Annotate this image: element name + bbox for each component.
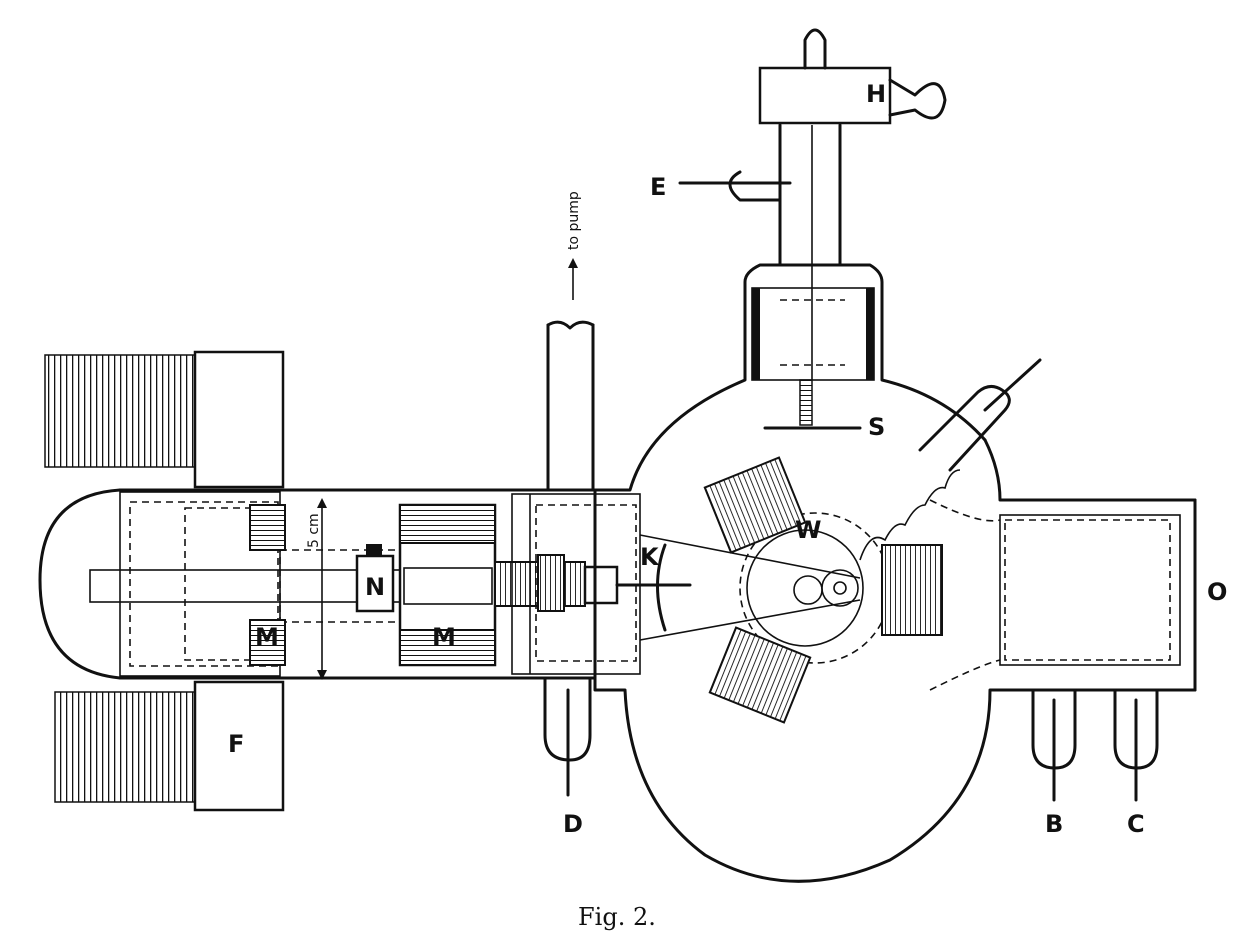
label-f: F [228, 730, 244, 758]
cathode-k [656, 543, 667, 632]
flange [511, 493, 692, 675]
electromagnet-bottom [54, 680, 285, 812]
label-w: W [795, 516, 821, 544]
scale-annotation: 5 cm [306, 513, 322, 548]
to-pump-annotation: to pump [566, 191, 582, 250]
label-e: E [650, 173, 666, 201]
armature-n [355, 554, 395, 613]
label-k: K [640, 543, 660, 571]
socket-c [1113, 688, 1159, 802]
pump-tube [546, 258, 595, 492]
socket-d [543, 676, 592, 797]
socket-b [1031, 688, 1077, 802]
label-n: N [365, 573, 385, 601]
rotor-w [639, 512, 891, 664]
label-m-center: M [432, 623, 456, 651]
figure-caption: Fig. 2. [578, 903, 656, 931]
label-o: O [1207, 578, 1227, 606]
label-h: H [866, 80, 886, 108]
electromagnet-top [44, 350, 285, 489]
screw-nut [537, 554, 565, 612]
plug [751, 287, 875, 430]
magnet-center [398, 503, 497, 667]
glass-bulb [593, 263, 1197, 883]
label-b: B [1045, 810, 1063, 838]
n-screw [366, 544, 382, 556]
side-arm [859, 358, 1042, 561]
label-c: C [1127, 810, 1145, 838]
magnet-left [249, 504, 286, 666]
stopcock-h [678, 28, 947, 380]
anode-blocks [703, 456, 943, 724]
label-d: D [563, 810, 583, 838]
label-s: S [868, 413, 885, 441]
label-m-left: M [255, 623, 279, 651]
scale-bar [317, 498, 327, 680]
